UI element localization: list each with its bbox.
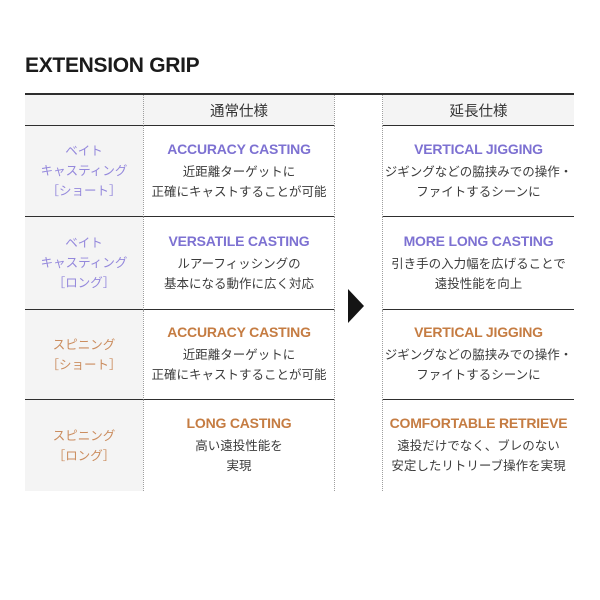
row-label-spinning-long: スピニング ［ロング］ — [25, 400, 143, 491]
spec-description-line: ルアーフィッシングの — [177, 256, 301, 271]
row-label-line: スピニング — [52, 428, 116, 443]
spec-description-line: 高い遠投性能を — [195, 439, 283, 453]
spec-heading: VERTICAL JIGGING — [414, 140, 543, 157]
extended-spec-cell: VERTICAL JIGGING ジギングなどの脇挟みでの操作・ ファイトするシ… — [383, 310, 574, 400]
spec-description-line: ジギングなどの脇挟みでの操作・ — [384, 348, 573, 362]
spec-description-line: 引き手の入力幅を広げることで — [391, 256, 566, 271]
table-row-bait-casting-short: ベイト キャスティング ［ショート］ ACCURACY CASTING 近距離タ… — [25, 126, 574, 217]
row-label-bait-casting-short: ベイト キャスティング ［ショート］ — [25, 126, 143, 217]
spec-description-line: 実現 — [226, 459, 252, 473]
header-normal-spec-label: 通常仕様 — [210, 103, 268, 120]
row-label-line: キャスティング — [40, 164, 128, 178]
table-header-row: 通常仕様 延長仕様 — [25, 95, 574, 126]
header-normal-spec: 通常仕様 — [143, 95, 334, 126]
spec-heading: ACCURACY CASTING — [167, 324, 311, 340]
row-label-bait-casting-long: ベイト キャスティング ［ロング］ — [25, 217, 143, 310]
row-label-line: ［ショート］ — [46, 184, 122, 198]
row-label-line: キャスティング — [40, 256, 128, 270]
spec-description-line: 正確にキャストすることが可能 — [151, 368, 327, 382]
normal-spec-cell: ACCURACY CASTING 近距離ターゲットに 正確にキャストすることが可… — [143, 310, 334, 400]
transition-right-arrow-icon — [348, 289, 364, 323]
row-label-line: ベイト — [65, 236, 103, 250]
column-gap — [334, 95, 383, 126]
normal-spec-cell: ACCURACY CASTING 近距離ターゲットに 正確にキャストすることが可… — [143, 126, 334, 217]
spec-description-line: 近距離ターゲットに — [182, 348, 296, 362]
table-row-bait-casting-long: ベイト キャスティング ［ロング］ VERSATILE CASTING ルアーフ… — [25, 217, 574, 310]
column-gap — [334, 400, 383, 491]
spec-heading: ACCURACY CASTING — [167, 140, 311, 157]
spec-description-line: ファイトするシーンに — [416, 368, 541, 382]
row-label-line: ［ロング］ — [52, 448, 116, 463]
spec-heading: MORE LONG CASTING — [403, 232, 554, 249]
spec-description-line: ファイトするシーンに — [416, 184, 541, 199]
row-label-line: ベイト — [65, 144, 103, 158]
spec-heading: VERTICAL JIGGING — [414, 324, 543, 340]
spec-description-line: 遠投性能を向上 — [434, 276, 523, 291]
column-gap — [334, 310, 383, 400]
normal-spec-cell: VERSATILE CASTING ルアーフィッシングの 基本になる動作に広く対… — [143, 217, 334, 310]
spec-description-line: 基本になる動作に広く対応 — [163, 276, 314, 291]
table-row-spinning-short: スピニング ［ショート］ ACCURACY CASTING 近距離ターゲットに … — [25, 310, 574, 400]
spec-description-line: ジギングなどの脇挟みでの操作・ — [384, 164, 573, 179]
header-empty-cell — [25, 95, 143, 126]
spec-description-line: 正確にキャストすることが可能 — [151, 184, 327, 199]
row-label-spinning-short: スピニング ［ショート］ — [25, 310, 143, 400]
spec-heading: COMFORTABLE RETRIEVE — [389, 415, 568, 431]
header-extended-spec: 延長仕様 — [383, 95, 574, 126]
table-row-spinning-long: スピニング ［ロング］ LONG CASTING 高い遠投性能を 実現 COMF… — [25, 400, 574, 491]
spec-heading: LONG CASTING — [186, 415, 292, 431]
extended-spec-cell: VERTICAL JIGGING ジギングなどの脇挟みでの操作・ ファイトするシ… — [383, 126, 574, 217]
header-extended-spec-label: 延長仕様 — [449, 103, 508, 120]
normal-spec-cell: LONG CASTING 高い遠投性能を 実現 — [143, 400, 334, 491]
spec-description-line: 遠投だけでなく、ブレのない — [397, 439, 560, 453]
row-label-line: ［ショート］ — [46, 357, 122, 372]
spec-heading: VERSATILE CASTING — [168, 232, 310, 249]
page-title: EXTENSION GRIP — [25, 54, 200, 77]
row-label-line: ［ロング］ — [52, 276, 116, 290]
spec-description-line: 近距離ターゲットに — [182, 164, 296, 179]
extended-spec-cell: COMFORTABLE RETRIEVE 遠投だけでなく、ブレのない 安定したリ… — [383, 400, 574, 491]
spec-description-line: 安定したリトリーブ操作を実現 — [391, 459, 566, 473]
row-label-line: スピニング — [52, 337, 116, 352]
extended-spec-cell: MORE LONG CASTING 引き手の入力幅を広げることで 遠投性能を向上 — [383, 217, 574, 310]
column-gap — [334, 126, 383, 217]
spec-comparison-table: 通常仕様 延長仕様 ベイト キャスティング ［ショート］ ACCURACY CA… — [25, 93, 574, 491]
